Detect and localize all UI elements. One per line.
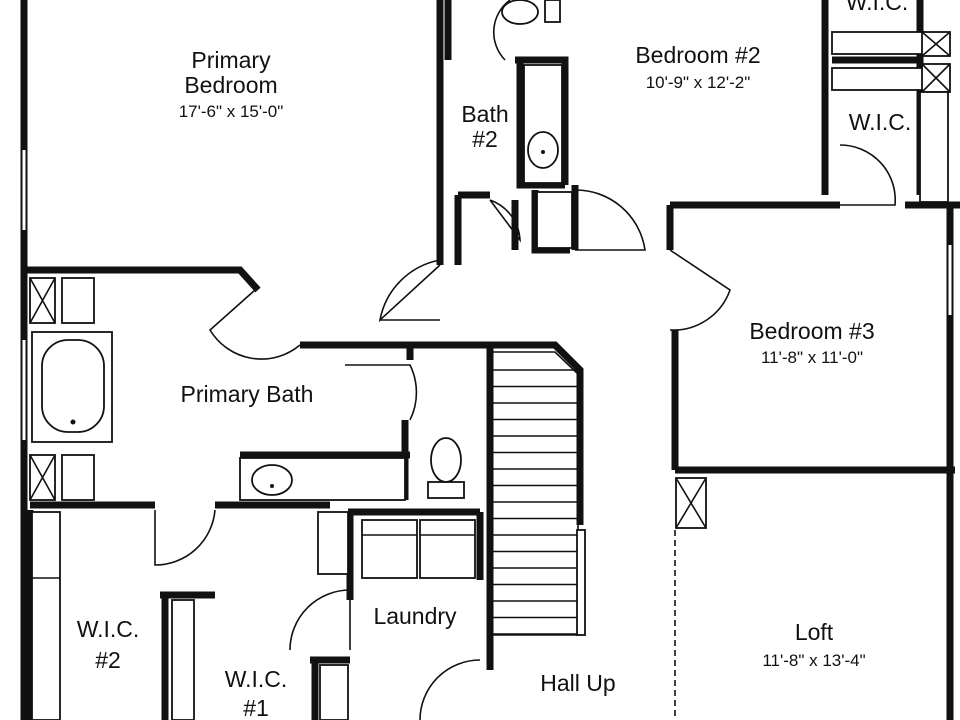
wic-right-label: W.I.C.: [849, 109, 912, 135]
loft-size: 11'-8" x 13'-4": [762, 651, 865, 670]
primary-bedroom-label-1: Primary: [191, 47, 271, 73]
primary-bedroom-size: 17'-6" x 15'-0": [179, 102, 284, 121]
wic2-label-1: W.I.C.: [77, 616, 140, 642]
fixtures: [29, 0, 951, 720]
doors: [154, 0, 897, 720]
primary-bedroom-label-2: Bedroom: [184, 72, 277, 98]
bathtub-basin-icon: [41, 339, 105, 433]
bath2-label-2: #2: [472, 126, 498, 152]
laundry-label: Laundry: [373, 603, 457, 629]
wic2-label-2: #2: [95, 647, 121, 673]
wic-top-label: W.I.C.: [846, 0, 909, 15]
bedroom2-size: 10'-9" x 12'-2": [646, 73, 751, 92]
primary-bath-label: Primary Bath: [181, 381, 314, 407]
toilet-tank-icon: [427, 481, 465, 499]
washer-icon: [361, 519, 418, 579]
bedroom3-label: Bedroom #3: [749, 318, 874, 344]
room-labels: Primary Bedroom 17'-6" x 15'-0" Bath #2 …: [77, 0, 912, 720]
bedroom2-label: Bedroom #2: [635, 42, 760, 68]
loft-label: Loft: [795, 619, 834, 645]
bedroom3-size: 11'-8" x 11'-0": [761, 348, 863, 367]
bathtub-drain-icon: [70, 419, 76, 425]
toilet-icon: [501, 0, 539, 25]
hall-up-label: Hall Up: [540, 670, 615, 696]
staircase: [491, 351, 586, 670]
sink-icon: [251, 464, 293, 496]
wic1-label-1: W.I.C.: [225, 666, 288, 692]
bath2-label-1: Bath: [461, 101, 508, 127]
wic1-label-2: #1: [243, 695, 269, 720]
toilet-bowl-icon: [430, 437, 462, 483]
dryer-icon: [419, 519, 476, 579]
